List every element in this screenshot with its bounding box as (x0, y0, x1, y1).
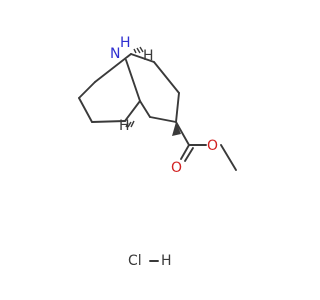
bond-c2-c3 (149, 116, 177, 123)
ester-bonds (175, 121, 237, 171)
ring-bonds (78, 53, 180, 123)
atom-label-nh: H (120, 35, 131, 51)
bond-n-c5 (130, 53, 155, 63)
bond-n-c1 (125, 59, 141, 102)
atom-label-h-salt: H (161, 253, 172, 269)
atom-label-h-bottom: H (119, 118, 130, 134)
bond-c3-carbonyl (175, 121, 190, 146)
hcl-salt: Cl H (128, 253, 172, 269)
atom-label-n: N (110, 46, 120, 62)
atom-label-carbonyl-o: O (171, 160, 182, 176)
bond-c4-c3 (175, 92, 180, 123)
bond-carbonyl-o-b (184, 147, 194, 162)
structure-canvas: N H H H O O Cl H (78, 35, 237, 269)
hash-bond-bottom (125, 120, 135, 128)
bond-c6-c7 (78, 81, 96, 99)
bond-c5-c6 (94, 53, 132, 83)
bond-ester-o-methyl (220, 144, 237, 171)
bond-carbonyl-o-a (180, 144, 190, 160)
hash-bond-top (133, 46, 144, 54)
bond-c9-c1 (124, 100, 141, 122)
bond-c7-c8 (78, 97, 93, 123)
wedge-bond-ester (172, 122, 181, 136)
atom-label-ester-o: O (207, 138, 218, 154)
bond-c8-c9 (91, 120, 126, 123)
atom-label-cl: Cl (128, 253, 142, 269)
bond-c5-c4 (153, 61, 180, 94)
atom-label-h-top: H (143, 48, 154, 64)
bond-c1-c2 (139, 100, 151, 118)
